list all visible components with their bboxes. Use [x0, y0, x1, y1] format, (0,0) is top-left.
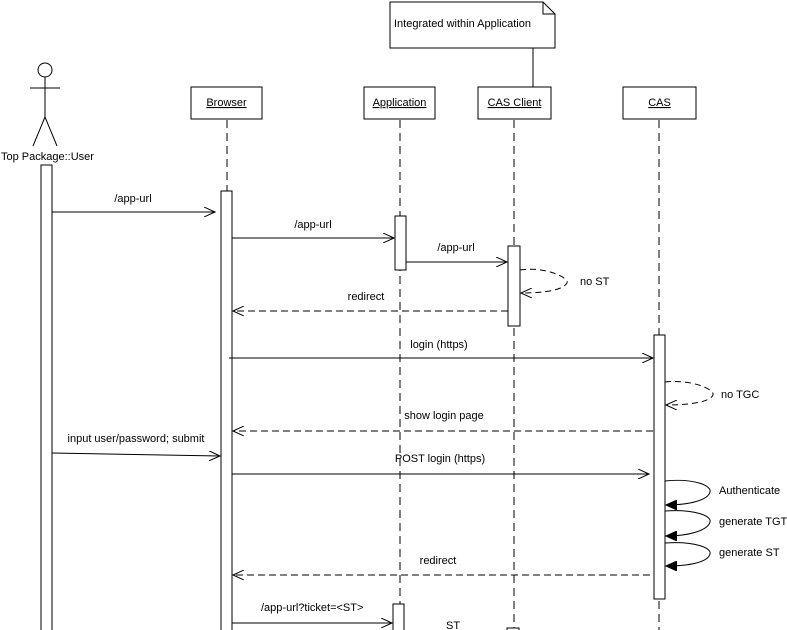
message-generate-tgt: generate TGT: [664, 510, 787, 536]
activation-application-1: [394, 215, 407, 271]
activation-user: [40, 164, 53, 630]
message-label: redirect: [348, 291, 385, 303]
participant-application: Application: [363, 86, 436, 120]
message-app-url-1: /app-url: [52, 193, 215, 212]
message-label: no TGC: [721, 389, 759, 401]
message-no-st: no ST: [519, 268, 610, 293]
message-input-credentials: input user/password; submit: [51, 433, 220, 456]
message-label: POST login (https): [395, 453, 485, 465]
message-generate-st: generate ST: [664, 542, 780, 566]
note-text: Integrated within Application: [394, 18, 531, 30]
message-show-login-page: show login page: [233, 410, 653, 431]
participant-cas-client: CAS Client: [477, 86, 552, 120]
participant-browser-label: Browser: [206, 97, 247, 109]
message-label: login (https): [410, 339, 467, 351]
message-label: input user/password; submit: [68, 433, 205, 445]
message-st: ST: [446, 620, 460, 630]
message-label: generate TGT: [719, 516, 787, 528]
message-label: generate ST: [719, 547, 780, 559]
actor-user-label: Top Package::User: [1, 151, 94, 163]
message-redirect-2: redirect: [233, 555, 650, 575]
message-authenticate: Authenticate: [664, 479, 780, 505]
activation-cas-client-1: [507, 245, 521, 327]
message-label: ST: [446, 620, 460, 630]
activation-application-2: [392, 603, 405, 630]
activation-cas: [653, 334, 666, 600]
message-label: redirect: [420, 555, 457, 567]
message-app-url-2: /app-url: [232, 219, 394, 238]
message-label: show login page: [404, 410, 484, 422]
message-redirect-1: redirect: [233, 291, 508, 311]
message-label: /app-url: [294, 219, 331, 231]
note: Integrated within Application: [389, 1, 556, 88]
message-label: /app-url: [437, 242, 474, 254]
message-no-tgc: no TGC: [664, 380, 759, 405]
participant-browser: Browser: [190, 86, 263, 120]
message-post-login: POST login (https): [232, 453, 649, 474]
message-login: login (https): [229, 339, 653, 358]
participant-cas-label: CAS: [648, 97, 671, 109]
participant-application-label: Application: [373, 97, 427, 109]
activation-browser: [220, 190, 233, 630]
message-label: no ST: [580, 276, 610, 288]
actor-user: Top Package::User: [1, 62, 94, 163]
message-app-url-ticket: /app-url?ticket=<ST>: [232, 602, 392, 623]
message-label: /app-url: [114, 193, 151, 205]
participant-cas-client-label: CAS Client: [488, 97, 542, 109]
message-label: Authenticate: [719, 485, 780, 497]
message-app-url-3: /app-url: [406, 242, 507, 262]
activation-cas-client-2: [506, 627, 520, 630]
participant-cas: CAS: [622, 86, 697, 120]
message-label: /app-url?ticket=<ST>: [261, 602, 363, 614]
